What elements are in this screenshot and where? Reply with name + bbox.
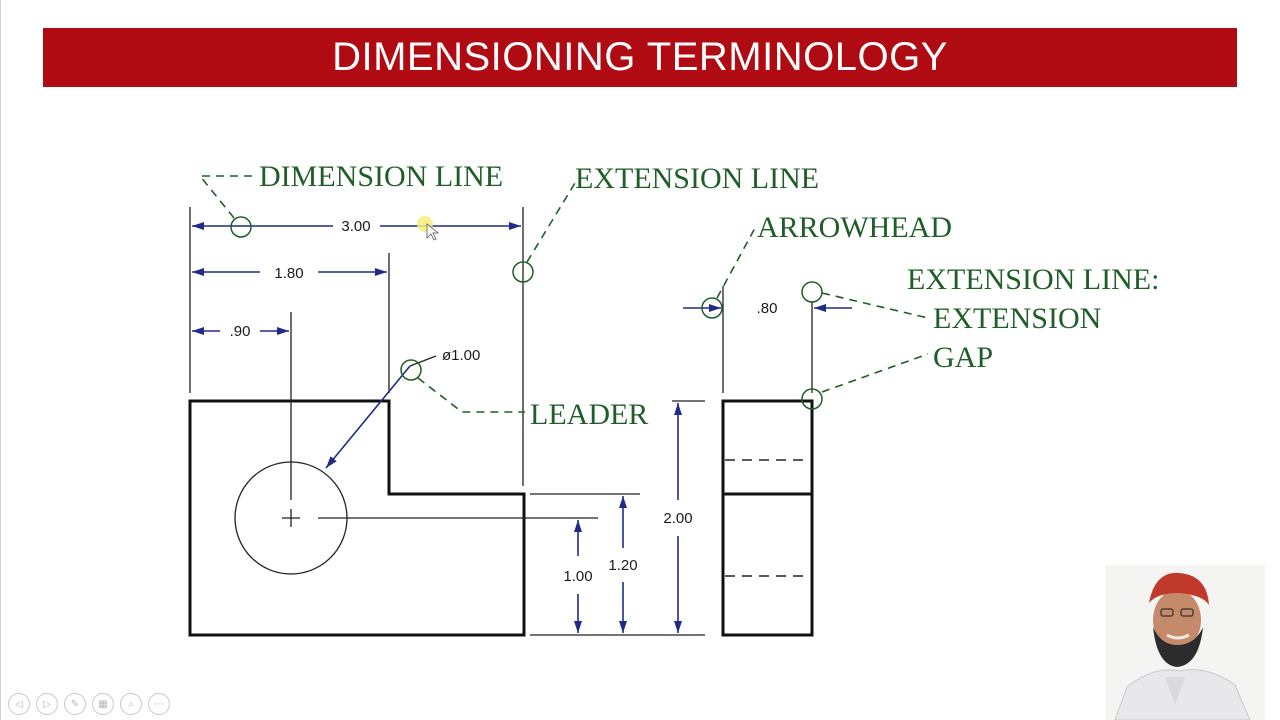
presenter-video [1105,565,1265,720]
slides-icon[interactable]: ▦ [92,693,114,715]
dim-label-1-20: 1.20 [608,557,637,574]
next-icon[interactable]: ▷ [36,693,58,715]
title-bar: DIMENSIONING TERMINOLOGY [43,28,1237,87]
term-extension-line-colon: EXTENSION LINE: [907,263,1159,296]
term-dimension-line: DIMENSION LINE [259,160,503,193]
dim-label-90: .90 [230,323,251,340]
term-leader: LEADER [530,398,648,431]
more-icon[interactable]: ⋯ [148,693,170,715]
callout-marker-extension-line [512,261,534,283]
dim-label-3-00: 3.00 [341,218,370,235]
callout-leader-leader [417,377,525,413]
slide-title: DIMENSIONING TERMINOLOGY [332,35,948,79]
pen-icon[interactable]: ✎ [64,693,86,715]
callout-marker-dimension-line [230,216,252,238]
callout-marker-leader [400,359,422,381]
term-extension-line: EXTENSION LINE [575,162,819,195]
slideshow-controls: ◁ ▷ ✎ ▦ ⌕ ⋯ [8,693,170,715]
leader-arrow [325,365,411,469]
mouse-cursor-icon [426,223,440,241]
callout-leader-gap [821,353,929,393]
dim-label-2-00: 2.00 [663,510,692,527]
dim-label-1-00: 1.00 [563,568,592,585]
term-extension: EXTENSION [933,302,1101,335]
callout-marker-extension [801,281,823,303]
callout-leader-extension-line [526,182,576,263]
term-gap: GAP [933,341,993,374]
callout-marker-gap [801,388,823,410]
dim-label-1-80: 1.80 [274,265,303,282]
term-arrowhead: ARROWHEAD [757,211,952,244]
callout-leader-extension [821,292,929,319]
front-view-outline [188,399,526,637]
callout-leader-dimension-line [198,175,255,219]
dim-label-diameter: ø1.00 [442,347,480,364]
prev-icon[interactable]: ◁ [8,693,30,715]
leader-landing [409,355,437,367]
callout-marker-arrowhead [701,297,723,319]
slide-edge [0,0,1,720]
side-view-outline [721,399,814,637]
zoom-icon[interactable]: ⌕ [120,693,142,715]
dim-label-80: .80 [757,300,778,317]
